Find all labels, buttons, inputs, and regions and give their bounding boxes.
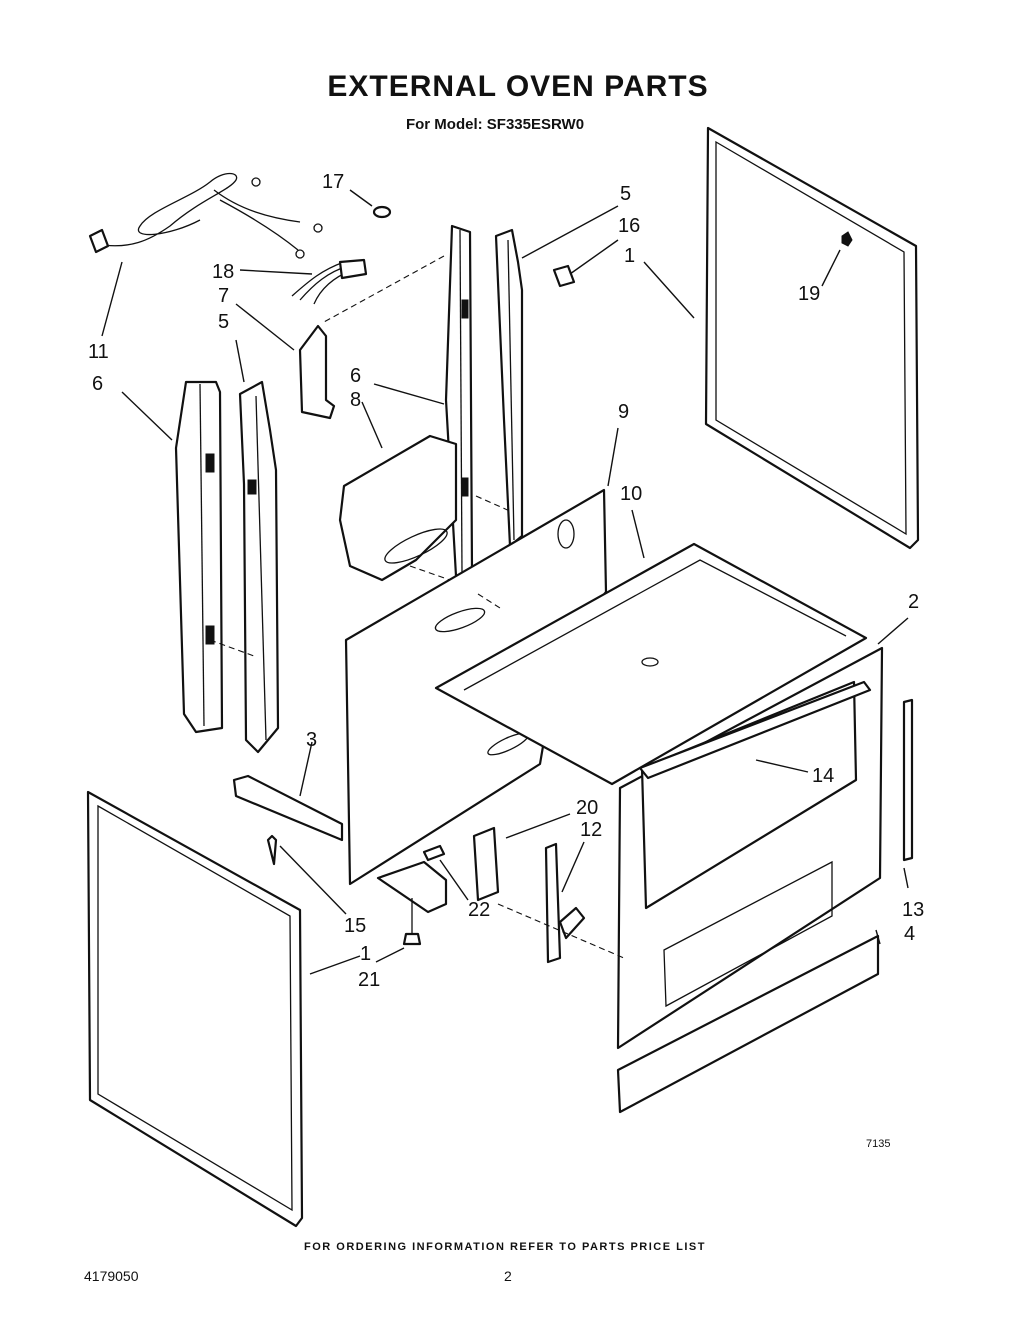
vent-duct [338, 434, 458, 582]
page-number: 2 [504, 1268, 512, 1284]
power-cord [88, 172, 323, 259]
model-subtitle: For Model: SF335ESRW0 [405, 116, 585, 133]
callout-3: 3 [306, 729, 318, 751]
callout-19: 19 [798, 283, 821, 305]
callout-7: 7 [218, 285, 230, 307]
wire-harness [291, 258, 368, 305]
callout-4: 4 [904, 923, 916, 945]
callout-8: 8 [350, 389, 362, 411]
bracket-3 [232, 774, 344, 842]
page-title: EXTERNAL OVEN PARTS [327, 70, 709, 103]
assembly-lines [209, 255, 625, 959]
hinge-12 [544, 842, 586, 964]
callout-5-left: 5 [218, 311, 230, 333]
callout-20: 20 [576, 797, 599, 819]
callout-22: 22 [468, 899, 491, 921]
foot-bracket [376, 860, 448, 914]
callout-16: 16 [618, 215, 641, 237]
bracket-16 [552, 264, 576, 288]
callout-14: 14 [812, 765, 835, 787]
leveling-leg [402, 898, 422, 946]
callout-15: 15 [344, 915, 367, 937]
callout-2: 2 [908, 591, 920, 613]
callout-11: 11 [88, 341, 109, 363]
callout-1-bottom: 1 [360, 943, 372, 965]
callout-21: 21 [358, 969, 381, 991]
side-rail-left [238, 380, 280, 754]
side-rail-right [494, 228, 524, 548]
bracket-20 [472, 826, 500, 902]
callout-12: 12 [580, 819, 603, 841]
side-panel-left [86, 790, 304, 1228]
callout-17: 17 [322, 171, 345, 193]
callout-13: 13 [902, 899, 925, 921]
callout-5-right: 5 [620, 183, 632, 205]
side-panel-right [704, 126, 920, 550]
top-panel [434, 542, 868, 786]
knob-part [372, 205, 392, 219]
figure-code: 7135 [866, 1138, 891, 1150]
callout-18: 18 [212, 261, 235, 283]
front-frame [616, 646, 884, 1050]
callout-6-left: 6 [92, 373, 104, 395]
callout-10: 10 [620, 483, 643, 505]
strip-13 [902, 698, 914, 862]
callout-1-top: 1 [624, 245, 636, 267]
ordering-note: FOR ORDERING INFORMATION REFER TO PARTS … [304, 1241, 706, 1253]
bracket-22 [422, 844, 446, 862]
document-number: 4179050 [84, 1268, 139, 1284]
callout-9: 9 [618, 401, 630, 423]
callout-6-center: 6 [350, 365, 362, 387]
leader-lines [101, 189, 909, 975]
side-channel-left [174, 380, 224, 734]
bracket-7 [298, 324, 336, 420]
kick-plate [616, 934, 880, 1114]
trim-strip-14 [638, 680, 872, 780]
screw-15 [266, 834, 278, 866]
